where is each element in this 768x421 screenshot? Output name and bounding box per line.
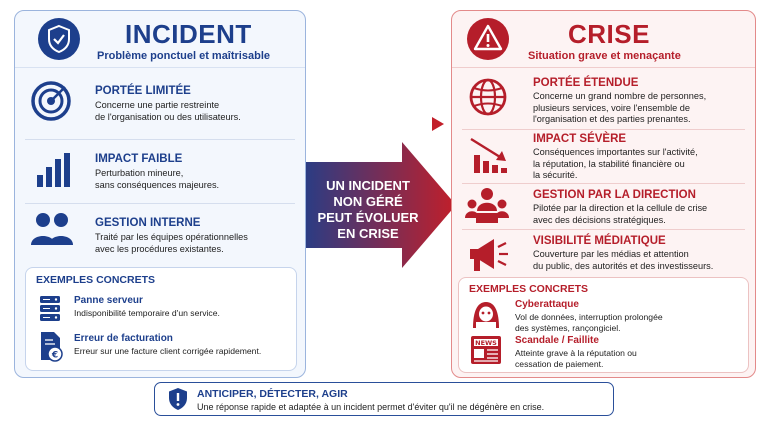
examples-title: EXEMPLES CONCRETS [469, 283, 589, 295]
divider [462, 183, 745, 184]
crise-header: CRISE Situation grave et menaçante [452, 11, 755, 68]
bar-chart-icon [37, 153, 70, 187]
bottom-text: Une réponse rapide et adaptée à un incid… [197, 402, 545, 412]
example-name: Cyberattaque [515, 299, 579, 310]
crise-examples: EXEMPLES CONCRETS Cyberattaque Vol de do… [458, 277, 749, 373]
globe-icon [469, 78, 507, 116]
megaphone-icon [470, 239, 508, 271]
server-icon [40, 296, 60, 321]
incident-title: INCIDENT [125, 19, 252, 49]
incident-section-text: Traité par les équipes opérationnelles a… [95, 232, 248, 254]
crise-panel: CRISE Situation grave et menaçante PORTÉ… [451, 10, 756, 378]
incident-subtitle: Problème ponctuel et maîtrisable [97, 50, 270, 62]
crise-section-title: GESTION PAR LA DIRECTION [533, 189, 696, 201]
example-name: Erreur de facturation [74, 333, 173, 344]
incident-section-title: IMPACT FAIBLE [95, 153, 183, 165]
warning-icon [467, 18, 509, 60]
examples-title: EXEMPLES CONCRETS [36, 274, 156, 286]
crise-section-text: Conséquences importantes sur l'activité,… [533, 147, 698, 180]
newspaper-icon: NEWS [471, 336, 501, 364]
crise-section-title: PORTÉE ÉTENDUE [533, 77, 639, 89]
hacker-icon [473, 302, 499, 328]
bottom-banner: ANTICIPER, DÉTECTER, AGIR Une réponse ra… [154, 382, 614, 416]
news-label: NEWS [475, 339, 497, 347]
incident-section-text: Concerne une partie restreinte de l'orga… [95, 100, 241, 122]
declining-chart-icon [470, 137, 507, 173]
incident-header: INCIDENT Problème ponctuel et maîtrisabl… [15, 11, 305, 68]
divider [462, 129, 745, 130]
divider [462, 229, 745, 230]
users-icon [31, 213, 73, 245]
example-text: Atteinte grave à la réputation ou cessat… [515, 348, 637, 369]
example-text: Vol de données, interruption prolongée d… [515, 312, 663, 333]
incident-section-text: Perturbation mineure, sans conséquences … [95, 168, 220, 190]
shield-check-icon [38, 18, 80, 60]
management-team-icon [465, 188, 509, 223]
bottom-title: ANTICIPER, DÉTECTER, AGIR [197, 388, 348, 400]
arrow-text: UN INCIDENT NON GÉRÉ PEUT ÉVOLUER EN CRI… [317, 178, 419, 241]
incident-panel: INCIDENT Problème ponctuel et maîtrisabl… [14, 10, 306, 378]
example-name: Scandale / Faillite [515, 335, 599, 346]
divider [25, 139, 295, 140]
example-text: Indisponibilité temporaire d'un service. [74, 308, 220, 318]
invoice-icon: € [41, 332, 63, 362]
svg-text:€: € [51, 351, 58, 361]
divider [25, 203, 295, 204]
example-name: Panne serveur [74, 295, 143, 306]
incident-examples: EXEMPLES CONCRETS Panne serveur Indispon… [25, 267, 297, 371]
big-arrow [292, 142, 456, 268]
incident-section-title: PORTÉE LIMITÉE [95, 85, 191, 97]
crise-section-text: Couverture par les médias et attention d… [533, 249, 714, 271]
crise-section-text: Pilotée par la direction et la cellule d… [533, 203, 708, 225]
example-text: Erreur sur une facture client corrigée r… [74, 346, 262, 356]
crise-section-text: Concerne un grand nombre de personnes, p… [533, 91, 707, 124]
incident-section-title: GESTION INTERNE [95, 217, 201, 229]
crise-title: CRISE [568, 19, 650, 49]
target-icon [31, 81, 71, 121]
dashed-arrow-head [432, 117, 444, 131]
shield-alert-icon [169, 388, 187, 410]
crise-section-title: VISIBILITÉ MÉDIATIQUE [533, 235, 666, 247]
crise-section-title: IMPACT SÉVÈRE [533, 133, 627, 145]
crise-subtitle: Situation grave et menaçante [528, 50, 681, 62]
